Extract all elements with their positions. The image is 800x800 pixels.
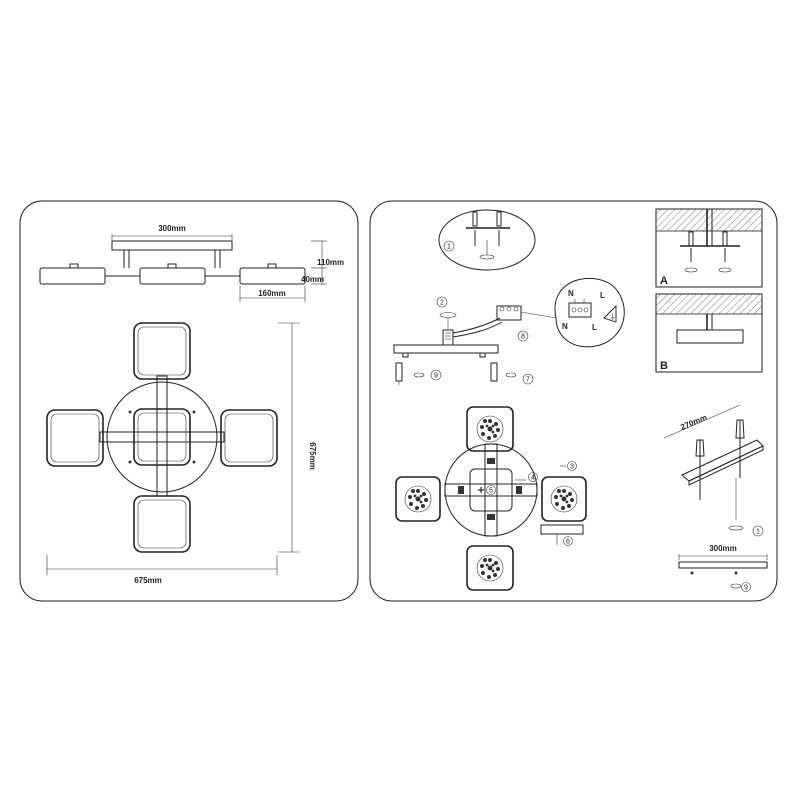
- step-1-badge: 1: [447, 244, 451, 251]
- dim-675-vertical: 675mm: [308, 442, 317, 470]
- wire-l-bottom: L: [592, 323, 597, 332]
- wiring-assembly: 2 8 9 7: [393, 296, 557, 385]
- warning-symbol: ⏚: [609, 313, 616, 321]
- dimension-heights: 110mm 40mm: [301, 240, 344, 285]
- step-9-badge-b: 9: [744, 585, 748, 592]
- mounting-rail: 1 270mm: [663, 404, 764, 537]
- step-5-badge: 5: [489, 488, 493, 495]
- wire-n-bottom: N: [562, 322, 568, 331]
- dim-300-bar: 300mm: [709, 544, 737, 553]
- step-9-badge-a: 9: [434, 373, 438, 380]
- step-8-badge: 8: [521, 334, 525, 341]
- wire-n-top: N: [568, 289, 574, 298]
- dimension-module-width: 160mm: [239, 286, 306, 302]
- step-6-badge: 6: [566, 539, 570, 546]
- mounting-bar: 300mm 9: [678, 544, 768, 592]
- terminal-detail: N L N L ⏚: [554, 277, 625, 348]
- dim-110: 110mm: [317, 258, 344, 267]
- wire-l-top: L: [600, 291, 605, 300]
- detail-b-label: B: [660, 360, 668, 372]
- step-2-badge: 2: [440, 300, 444, 307]
- dim-40: 40mm: [301, 275, 324, 284]
- dim-270: 270mm: [679, 413, 708, 432]
- step-3-badge: 3: [570, 464, 574, 471]
- dim-675-horizontal: 675mm: [134, 576, 162, 585]
- step-4-badge: 4: [531, 475, 535, 482]
- step-1-badge-rail: 1: [756, 529, 760, 536]
- right-panel-frame: [369, 200, 778, 602]
- dimension-top-width: 300mm: [111, 224, 233, 240]
- left-panel-frame: [19, 200, 359, 602]
- dim-300-top: 300mm: [158, 224, 186, 233]
- step-7-badge: 7: [526, 377, 530, 384]
- step-1-drill-detail: 1: [438, 209, 536, 271]
- detail-a: A: [655, 208, 763, 288]
- detail-b: B: [655, 293, 763, 373]
- detail-a-label: A: [660, 275, 668, 287]
- side-elevation: [39, 240, 306, 285]
- dim-160: 160mm: [258, 289, 286, 298]
- assembly-plan: 5 4 3 6: [395, 406, 587, 591]
- dimension-plan-height: 675mm: [278, 322, 317, 553]
- plan-view: [46, 322, 278, 553]
- dimension-plan-width: 675mm: [46, 555, 278, 585]
